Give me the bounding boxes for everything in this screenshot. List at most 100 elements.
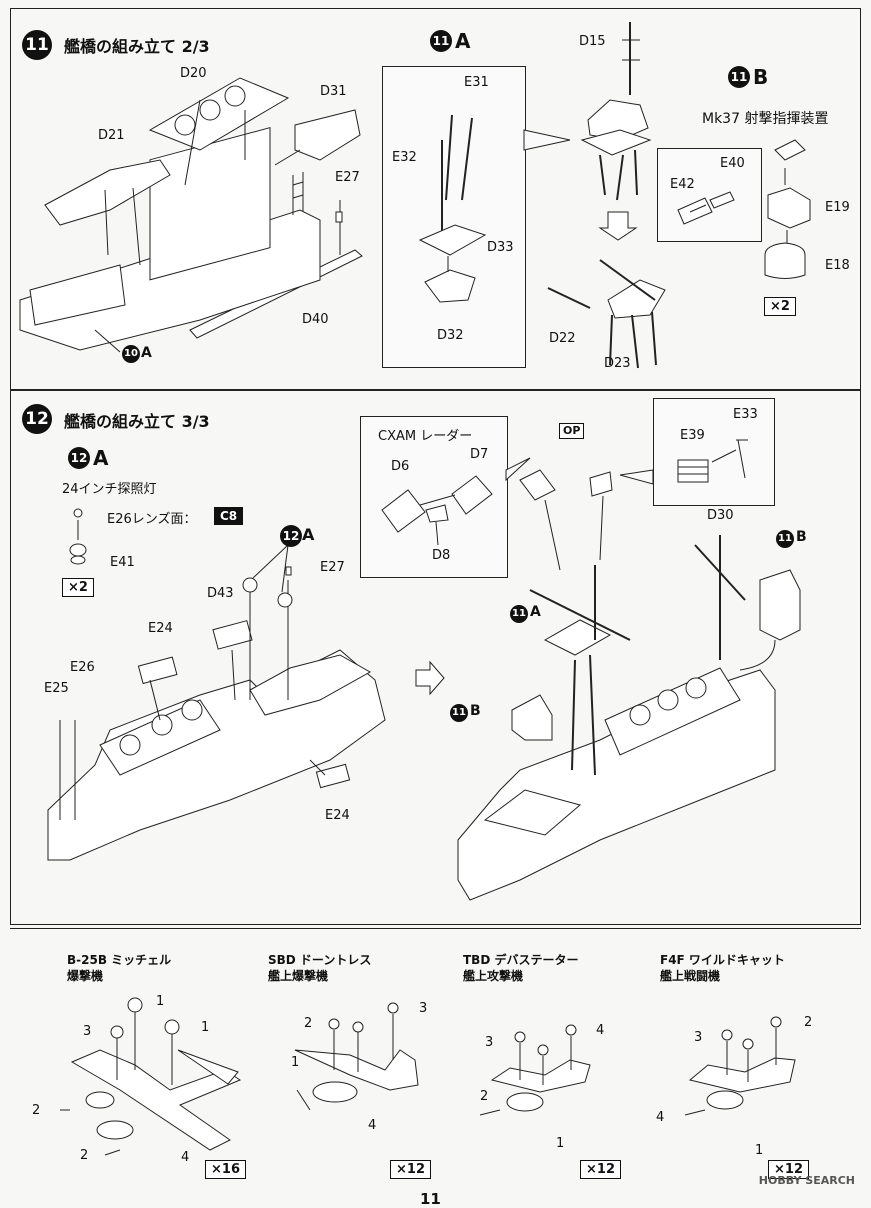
label-d21: D21 — [98, 128, 125, 143]
sub-11b-letter: B — [753, 65, 769, 89]
label-d22: D22 — [549, 331, 576, 346]
label-e31: E31 — [464, 75, 489, 90]
aircraft-4-label-4: 4 — [656, 1110, 665, 1125]
label-d7: D7 — [470, 447, 489, 462]
label-d8: D8 — [432, 548, 451, 563]
e26-lens-label: E26レンズ面： — [107, 512, 197, 527]
ref-11a-number: 11 — [510, 605, 528, 623]
page-number: 11 — [420, 1190, 441, 1208]
label-d15: D15 — [579, 34, 606, 49]
label-e19: E19 — [825, 200, 850, 215]
sub-12a-quantity: ×2 — [62, 578, 94, 597]
step-11-number: 11 — [22, 30, 52, 60]
label-e25: E25 — [44, 681, 69, 696]
label-d31: D31 — [320, 84, 347, 99]
label-d23: D23 — [604, 356, 631, 371]
label-e39: E39 — [680, 428, 705, 443]
sub-11a-letter: A — [455, 29, 471, 53]
ref-10a-number: 10 — [122, 345, 140, 363]
sub-11a-number: 11 — [430, 30, 452, 52]
aircraft-3-label-4: 4 — [596, 1023, 605, 1038]
step-12-panel — [10, 390, 861, 925]
aircraft-3-label-1: 1 — [556, 1136, 565, 1151]
e33-e39-detail-box — [653, 398, 775, 506]
label-d33: D33 — [487, 240, 514, 255]
ref-12a-letter: A — [302, 525, 315, 544]
aircraft-section-divider — [10, 928, 861, 929]
label-d30: D30 — [707, 508, 734, 523]
aircraft-1-label-4: 4 — [181, 1150, 190, 1165]
aircraft-1-title: B-25B ミッチェル爆撃機 — [67, 953, 172, 983]
sub-12a-letter: A — [93, 446, 109, 470]
ref-11b-right-number: 11 — [776, 530, 794, 548]
aircraft-3-quantity: ×12 — [580, 1160, 621, 1179]
label-e27-step12: E27 — [320, 560, 345, 575]
label-e33: E33 — [733, 407, 758, 422]
label-e18: E18 — [825, 258, 850, 273]
label-e24-top: E24 — [148, 621, 173, 636]
aircraft-2-label-2: 2 — [304, 1016, 313, 1031]
ref-11b-left-number: 11 — [450, 704, 468, 722]
aircraft-2-label-3: 3 — [419, 1001, 428, 1016]
label-e26: E26 — [70, 660, 95, 675]
step-11-bridge-drawing — [19, 77, 363, 353]
aircraft-4-title: F4F ワイルドキャット艦上戦闘機 — [660, 953, 785, 983]
sub-12a-caption: 24インチ探照灯 — [62, 482, 157, 497]
sub-11b-number: 11 — [728, 66, 750, 88]
aircraft-1-label-3: 3 — [83, 1024, 92, 1039]
sub-12a-number: 12 — [68, 447, 90, 469]
label-e24-bottom: E24 — [325, 808, 350, 823]
cxam-radar-caption: CXAM レーダー — [378, 429, 473, 444]
ref-12a-number: 12 — [280, 525, 302, 547]
step-11-panel — [10, 8, 861, 390]
label-d6: D6 — [391, 459, 410, 474]
ref-11b-right-letter: B — [796, 529, 807, 545]
label-e42: E42 — [670, 177, 695, 192]
label-e27-step11: E27 — [335, 170, 360, 185]
ref-11a-letter: A — [530, 604, 541, 620]
aircraft-3-label-3: 3 — [485, 1035, 494, 1050]
label-e40: E40 — [720, 156, 745, 171]
step-12-title: 艦橋の組み立て 3/3 — [64, 412, 210, 431]
aircraft-3-label-2: 2 — [480, 1089, 489, 1104]
label-d40: D40 — [302, 312, 329, 327]
sub-11a-mast-drawing — [418, 22, 666, 369]
aircraft-4-label-3: 3 — [694, 1030, 703, 1045]
aircraft-3-title: TBD デバステーター艦上攻撃機 — [463, 953, 579, 983]
sub-11b-detail-box — [657, 148, 762, 242]
aircraft-1-label-2b: 2 — [80, 1148, 89, 1163]
aircraft-2-label-1: 1 — [291, 1055, 300, 1070]
label-d20: D20 — [180, 66, 207, 81]
sub-11b-caption: Mk37 射撃指揮装置 — [702, 111, 829, 127]
sub-11b-director-drawing — [677, 139, 811, 279]
aircraft-2-quantity: ×12 — [390, 1160, 431, 1179]
ref-10a-letter: A — [141, 345, 152, 361]
aircraft-1-quantity: ×16 — [205, 1160, 246, 1179]
sub-11a-detail-box — [382, 66, 526, 368]
label-e32: E32 — [392, 150, 417, 165]
aircraft-2-label-4: 4 — [368, 1118, 377, 1133]
step-12-number: 12 — [22, 404, 52, 434]
ref-11b-left-letter: B — [470, 703, 481, 719]
label-d32: D32 — [437, 328, 464, 343]
label-e41: E41 — [110, 555, 135, 570]
aircraft-4-label-1: 1 — [755, 1143, 764, 1158]
optional-parts-badge: OP — [559, 423, 585, 439]
watermark: HOBBY SEARCH — [758, 1174, 855, 1187]
step-11-title: 艦橋の組み立て 2/3 — [64, 37, 210, 56]
aircraft-4-quantity: ×12 — [768, 1160, 809, 1179]
aircraft-1-label-2a: 2 — [32, 1103, 41, 1118]
color-code-c8: C8 — [214, 507, 244, 525]
aircraft-2-title: SBD ドーントレス艦上爆撃機 — [268, 953, 372, 983]
label-d43: D43 — [207, 586, 234, 601]
aircraft-1-label-1a: 1 — [156, 994, 165, 1009]
aircraft-1-label-1b: 1 — [201, 1020, 210, 1035]
sub-11b-quantity: ×2 — [764, 297, 796, 316]
